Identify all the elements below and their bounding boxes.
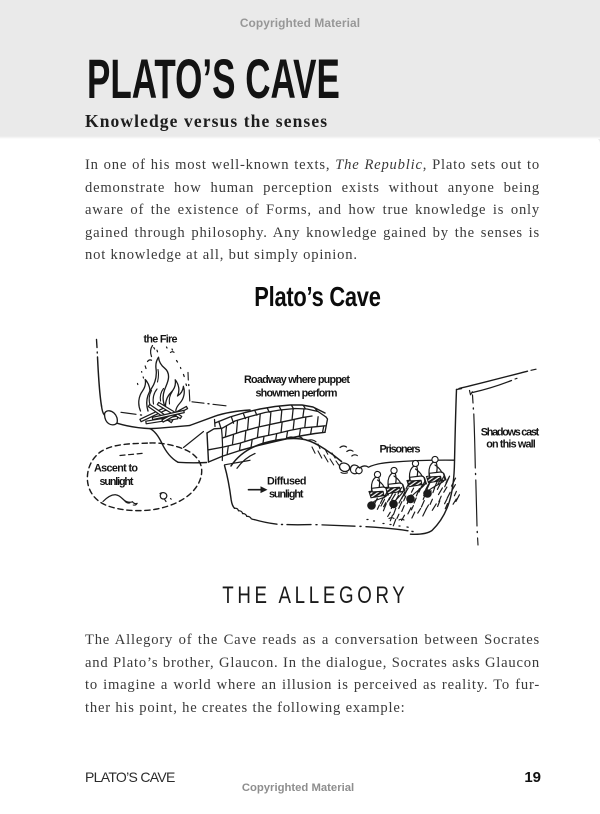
svg-text:Shadows cast: Shadows cast xyxy=(481,427,540,439)
svg-text:the Fire: the Fire xyxy=(144,334,178,346)
svg-text:Ascent to: Ascent to xyxy=(94,463,138,475)
svg-text:Diffused: Diffused xyxy=(267,476,307,488)
svg-text:showmen perform: showmen perform xyxy=(256,388,338,400)
svg-text:sunlight: sunlight xyxy=(269,488,304,500)
svg-text:on this wall: on this wall xyxy=(486,439,536,451)
svg-text:Prisoners: Prisoners xyxy=(380,444,421,456)
svg-text:Roadway where puppet: Roadway where puppet xyxy=(244,374,350,386)
svg-text:sunlight: sunlight xyxy=(100,476,134,488)
